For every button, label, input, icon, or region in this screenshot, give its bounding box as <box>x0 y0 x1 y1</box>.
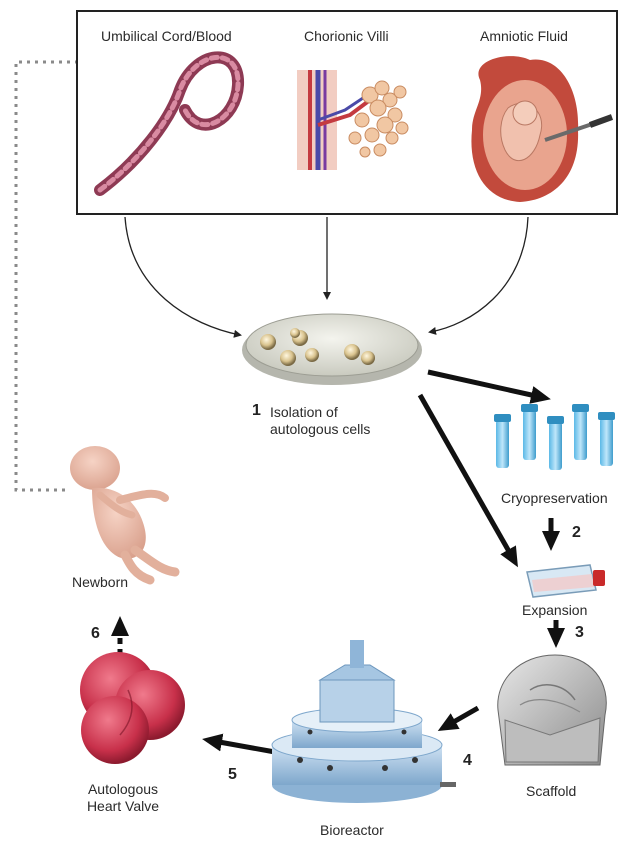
dotted-link-line <box>16 62 78 490</box>
source-label-amniotic: Amniotic Fluid <box>480 28 568 45</box>
cryo-tubes-illustration <box>494 404 615 470</box>
step-number-4: 4 <box>463 752 472 770</box>
heart-valve-illustration <box>80 652 185 764</box>
arrow-amniotic-to-dish <box>430 217 528 332</box>
arrow-dish-to-cryo <box>428 372 545 398</box>
source-label-umbilical: Umbilical Cord/Blood <box>101 28 232 45</box>
heart-valve-label-line1: Autologous <box>78 781 168 798</box>
arrow-umbilical-to-dish <box>125 217 240 335</box>
newborn-illustration <box>70 446 175 580</box>
heart-valve-label-line2: Heart Valve <box>78 798 168 815</box>
bioreactor-label: Bioreactor <box>320 822 384 839</box>
isolation-label-line2: autologous cells <box>270 421 370 438</box>
cryopreservation-label: Cryopreservation <box>501 490 608 507</box>
petri-dish-illustration <box>242 314 422 385</box>
step-number-5: 5 <box>228 766 237 784</box>
source-label-chorionic: Chorionic Villi <box>304 28 389 45</box>
culture-flask-illustration <box>527 565 605 597</box>
step-number-3: 3 <box>575 624 584 642</box>
isolation-label-line1: Isolation of <box>270 404 338 421</box>
step-number-2: 2 <box>572 524 581 542</box>
arrow-scaffold-to-bioreactor <box>443 708 478 728</box>
arrow-bioreactor-to-valve <box>208 740 275 752</box>
step-number-6: 6 <box>91 625 100 643</box>
scaffold-label: Scaffold <box>526 783 576 800</box>
bioreactor-illustration <box>272 640 456 803</box>
step-number-1: 1 <box>252 402 261 420</box>
expansion-label: Expansion <box>522 602 587 619</box>
newborn-label: Newborn <box>72 574 128 591</box>
scaffold-illustration <box>498 655 607 765</box>
